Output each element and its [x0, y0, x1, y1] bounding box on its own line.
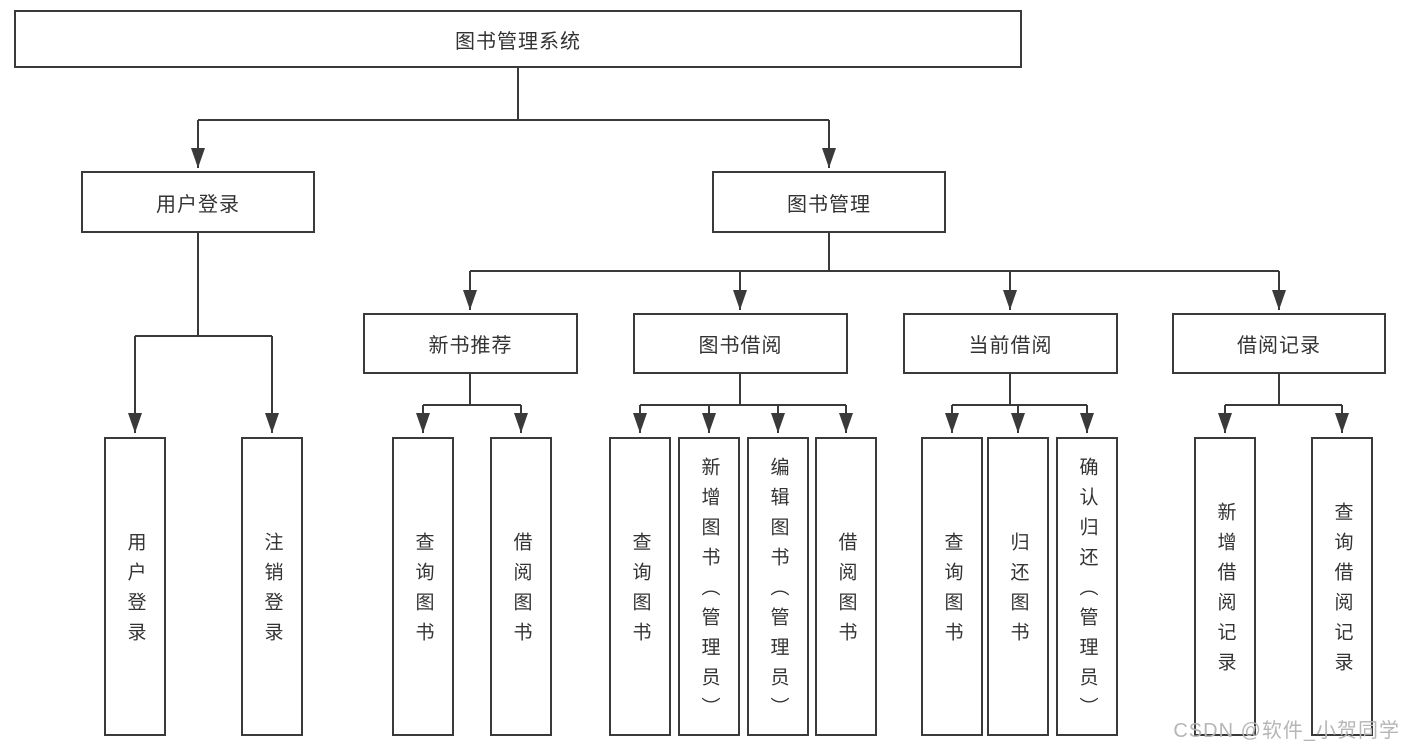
edge-new-book-elbow	[423, 374, 521, 406]
node-new-book-recommend: 新书推荐	[363, 313, 578, 374]
leaf-query-book-current: 查询图书	[921, 437, 983, 736]
node-book-borrow: 图书借阅	[633, 313, 848, 374]
node-user-login-label: 用户登录	[156, 193, 240, 216]
leaf-borrow-book-label: 借阅图书	[835, 532, 857, 652]
leaf-query-book-current-label: 查询图书	[941, 532, 963, 652]
leaf-edit-book-admin: 编辑图书（管理员）	[747, 437, 809, 736]
leaf-query-book-borrow: 查询图书	[609, 437, 671, 736]
leaf-logout-login-label: 注销登录	[261, 532, 283, 652]
leaf-user-login-label: 用户登录	[124, 532, 146, 652]
leaf-return-book-label: 归还图书	[1007, 532, 1029, 652]
node-new-book-recommend-label: 新书推荐	[428, 335, 513, 357]
edge-user-login-elbow	[135, 233, 272, 337]
leaf-confirm-return-admin: 确认归还（管理员）	[1056, 437, 1118, 736]
leaf-add-borrow-record-label: 新增借阅记录	[1214, 502, 1236, 682]
node-book-management: 图书管理	[712, 171, 946, 233]
edge-borrow-records-elbow	[1225, 374, 1342, 406]
leaf-borrow-book-recommend: 借阅图书	[490, 437, 552, 736]
leaf-query-book-recommend: 查询图书	[392, 437, 454, 736]
leaf-borrow-book-recommend-label: 借阅图书	[510, 532, 532, 652]
leaf-borrow-book: 借阅图书	[815, 437, 877, 736]
node-root-label: 图书管理系统	[455, 30, 581, 53]
leaf-edit-book-admin-label: 编辑图书（管理员）	[767, 457, 789, 727]
edge-book-management-elbow	[470, 233, 1279, 272]
leaf-query-borrow-record-label: 查询借阅记录	[1331, 502, 1353, 682]
leaf-user-login: 用户登录	[104, 437, 166, 736]
node-user-login: 用户登录	[81, 171, 315, 233]
edge-book-borrow-elbow	[640, 374, 846, 406]
leaf-query-book-recommend-label: 查询图书	[412, 532, 434, 652]
node-book-borrow-label: 图书借阅	[698, 335, 783, 357]
node-root: 图书管理系统	[14, 10, 1022, 68]
leaf-return-book: 归还图书	[987, 437, 1049, 736]
node-borrow-records-label: 借阅记录	[1237, 335, 1321, 357]
leaf-confirm-return-admin-label: 确认归还（管理员）	[1076, 457, 1098, 727]
node-book-management-label: 图书管理	[787, 193, 871, 216]
node-current-borrow-label: 当前借阅	[968, 335, 1053, 357]
leaf-add-book-admin-label: 新增图书（管理员）	[698, 457, 720, 727]
edge-root-elbow	[198, 68, 829, 121]
leaf-query-borrow-record: 查询借阅记录	[1311, 437, 1373, 736]
leaf-add-book-admin: 新增图书（管理员）	[678, 437, 740, 736]
leaf-logout-login: 注销登录	[241, 437, 303, 736]
node-current-borrow: 当前借阅	[903, 313, 1118, 374]
node-borrow-records: 借阅记录	[1172, 313, 1386, 374]
leaf-query-book-borrow-label: 查询图书	[629, 532, 651, 652]
watermark: CSDN @软件_小贺同学	[1173, 720, 1400, 742]
edge-current-borrow-elbow	[952, 374, 1087, 406]
leaf-add-borrow-record: 新增借阅记录	[1194, 437, 1256, 736]
